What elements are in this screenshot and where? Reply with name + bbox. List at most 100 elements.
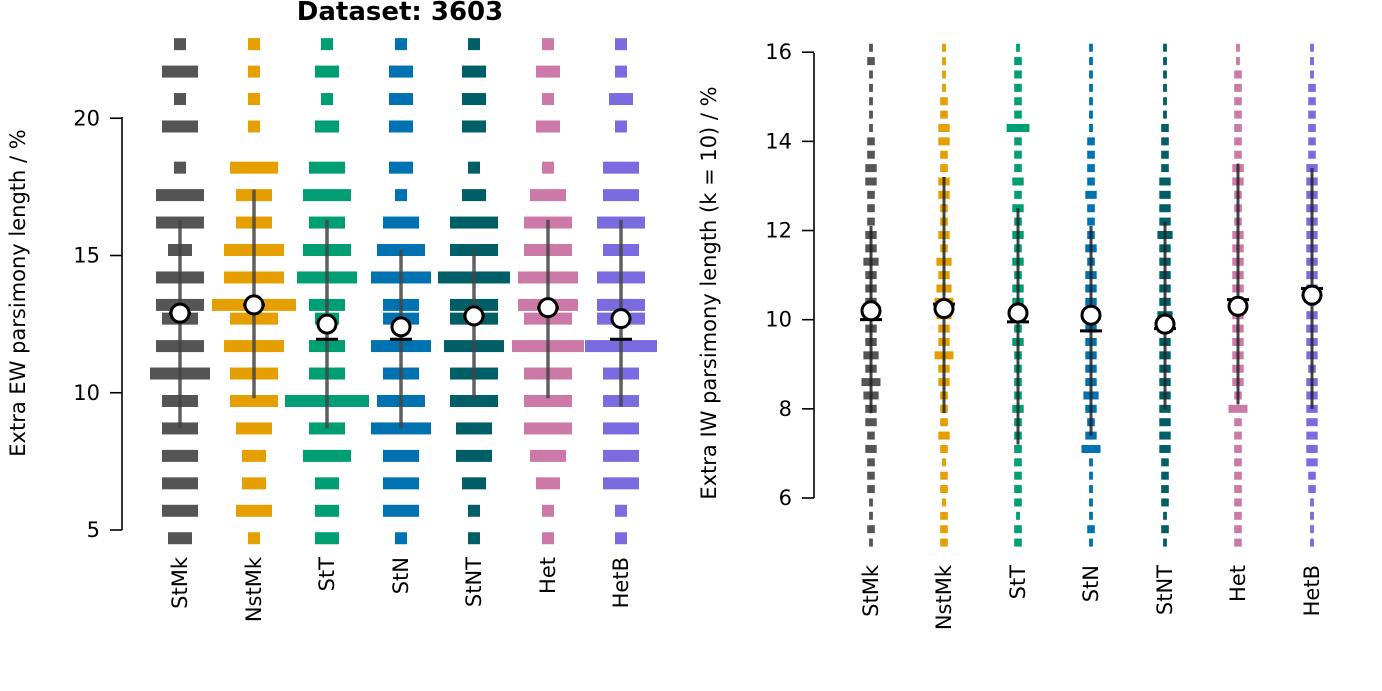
histogram-bar: [940, 97, 948, 106]
histogram-bar: [1081, 444, 1101, 453]
histogram-bar: [1163, 83, 1167, 92]
histogram-bar: [1234, 83, 1242, 92]
histogram-bar: [1161, 123, 1169, 132]
histogram-bar: [530, 449, 566, 462]
mean-marker: [243, 294, 265, 316]
histogram-bar: [389, 161, 413, 174]
histogram-bar: [530, 189, 566, 202]
histogram-bar: [1310, 57, 1314, 66]
histogram-bar: [1014, 538, 1022, 547]
histogram-bar: [940, 538, 948, 547]
histogram-bar: [1014, 164, 1022, 173]
histogram-bar: [315, 120, 339, 133]
mean-marker: [933, 298, 955, 320]
histogram-bar: [603, 161, 639, 174]
histogram-bar: [1014, 150, 1022, 159]
histogram-bar: [869, 110, 873, 119]
histogram-bar: [162, 449, 198, 462]
histogram-bar: [383, 216, 419, 229]
category-label: StN: [389, 557, 413, 594]
histogram-bar: [168, 532, 192, 545]
histogram-bar: [867, 57, 875, 66]
histogram-bar: [1159, 204, 1171, 213]
histogram-bar: [1014, 70, 1022, 79]
histogram-bar: [462, 189, 486, 202]
histogram-bar: [1161, 498, 1169, 507]
histogram-bar: [867, 190, 875, 199]
histogram-bar: [1087, 150, 1095, 159]
histogram-bar: [1234, 498, 1242, 507]
histogram-bar: [456, 449, 492, 462]
histogram-bar: [1234, 458, 1242, 467]
histogram-bar: [1089, 471, 1093, 480]
histogram-bar: [867, 458, 875, 467]
iw-chart: Extra IW parsimony length (k = 10) / % 6…: [697, 40, 1324, 630]
histogram-bar: [1234, 511, 1242, 520]
category-label: Het: [1226, 565, 1250, 602]
mean-marker: [1080, 304, 1102, 326]
histogram-bar: [1089, 511, 1093, 520]
histogram-bar: [1234, 485, 1242, 494]
mean-marker: [610, 308, 632, 330]
histogram-bar: [1161, 485, 1169, 494]
histogram-bar: [1234, 431, 1242, 440]
histogram-bar: [867, 150, 875, 159]
histogram-bar: [162, 65, 198, 78]
histogram-bar: [156, 189, 204, 202]
histogram-bar: [248, 93, 260, 106]
histogram-bar: [1089, 485, 1093, 494]
histogram-bar: [1163, 110, 1167, 119]
histogram-bar: [1159, 418, 1171, 427]
histogram-bar: [869, 123, 873, 132]
histogram-bar: [1161, 525, 1169, 534]
y-tick-label: 10: [73, 381, 100, 405]
category-label: StMk: [859, 564, 883, 617]
histogram-bar: [1161, 458, 1169, 467]
mean-marker: [1007, 302, 1029, 324]
histogram-bar: [1234, 538, 1242, 547]
histogram-bar: [1087, 177, 1095, 186]
histogram-bar: [242, 449, 266, 462]
histogram-bar: [542, 38, 554, 51]
mean-marker: [169, 302, 191, 324]
histogram-bar: [1234, 444, 1242, 453]
category-label: StN: [1079, 565, 1103, 602]
histogram-bar: [230, 161, 278, 174]
histogram-bar: [1163, 511, 1167, 520]
histogram-bar: [1159, 444, 1171, 453]
y-axis-label-ew: Extra EW parsimony length / %: [6, 129, 30, 456]
histogram-bar: [938, 431, 950, 440]
histogram-bar: [1310, 70, 1314, 79]
histogram-bar: [315, 477, 339, 490]
histogram-bar: [1234, 123, 1242, 132]
histogram-bar: [1159, 190, 1171, 199]
histogram-bar: [462, 93, 486, 106]
histogram-bar: [236, 422, 272, 435]
histogram-bar: [1234, 70, 1242, 79]
histogram-bar: [1163, 538, 1167, 547]
y-tick-label: 5: [87, 518, 100, 542]
histogram-bar: [242, 477, 266, 490]
histogram-bar: [230, 394, 278, 407]
mean-marker: [1301, 284, 1323, 306]
histogram-bar: [867, 525, 875, 534]
histogram-bar: [1014, 83, 1022, 92]
histogram-bar: [1085, 190, 1097, 199]
histogram-bar: [1161, 164, 1169, 173]
histogram-bar: [1308, 110, 1316, 119]
histogram-bar: [603, 449, 639, 462]
histogram-bar: [1234, 525, 1242, 534]
histogram-bar: [1089, 57, 1093, 66]
histogram-bar: [1014, 485, 1022, 494]
histogram-bar: [1089, 110, 1093, 119]
histogram-bar: [468, 532, 480, 545]
histogram-bar: [1163, 70, 1167, 79]
category-label: NstMk: [932, 564, 956, 630]
histogram-bar: [174, 38, 186, 51]
histogram-bar: [867, 485, 875, 494]
histogram-bar: [942, 57, 946, 66]
histogram-bar: [938, 137, 950, 146]
histogram-bar: [1089, 123, 1093, 132]
